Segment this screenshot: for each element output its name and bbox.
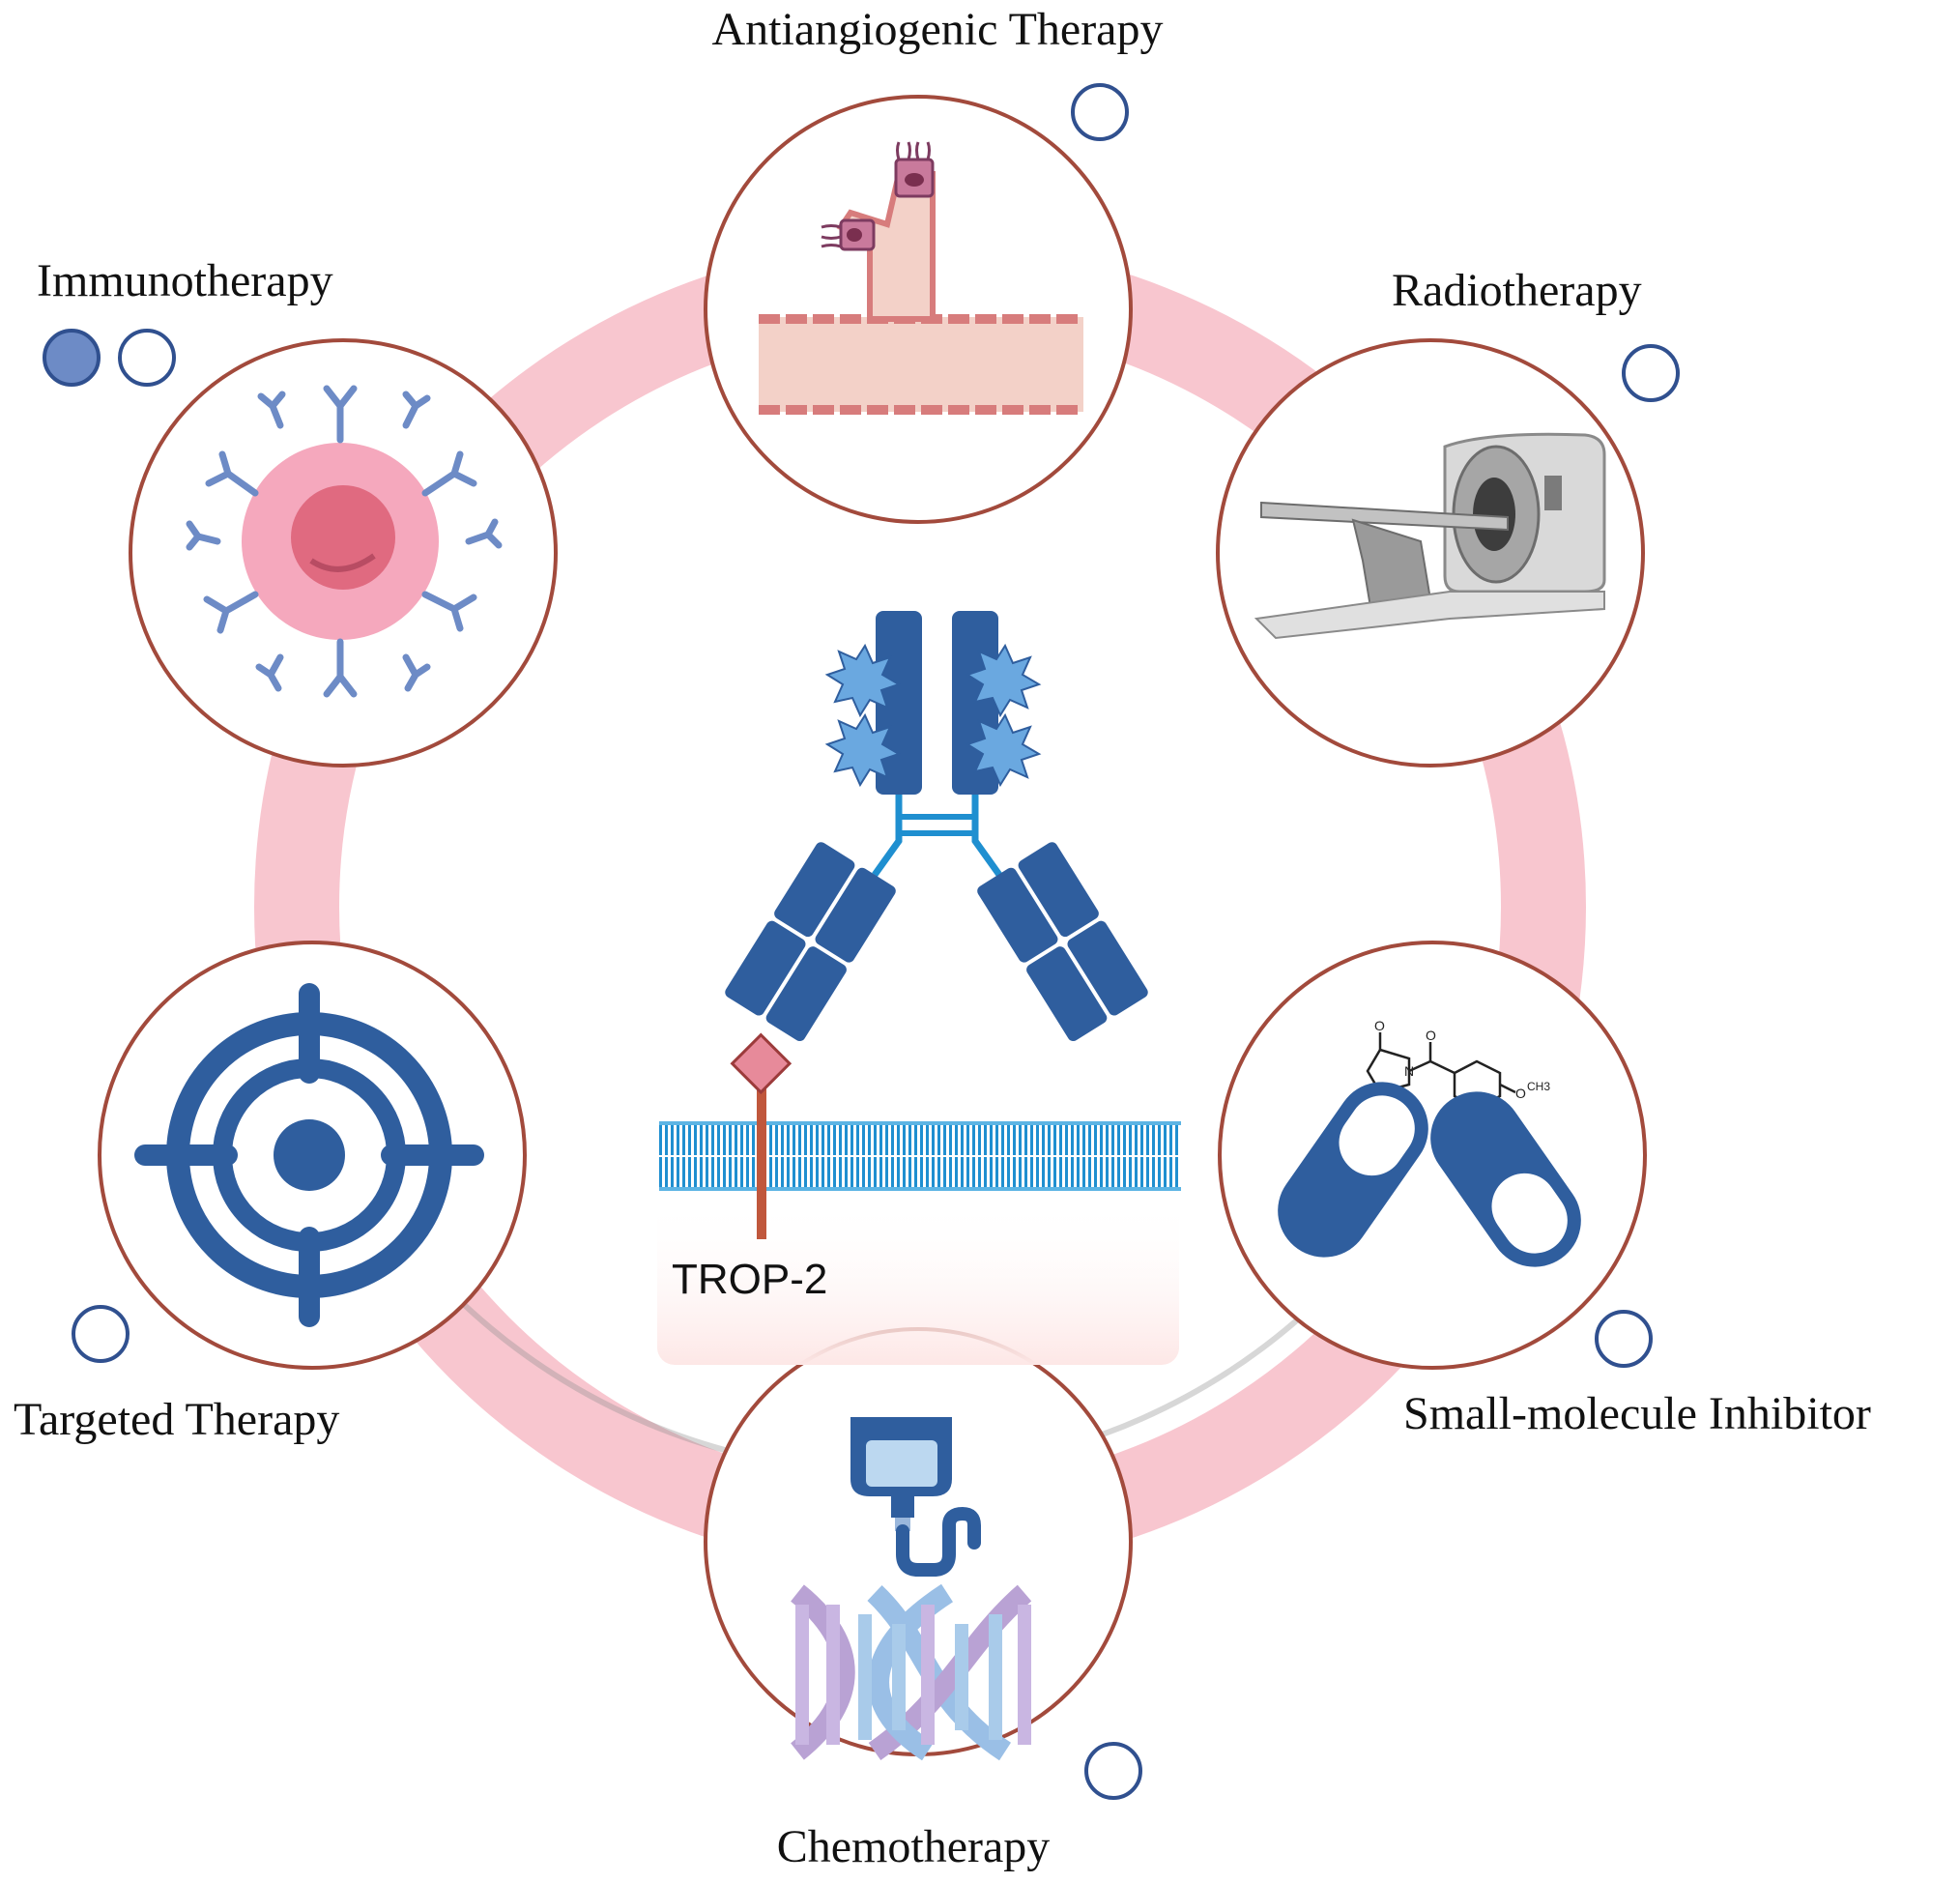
molecule-oxygen-2: O [1426,1028,1436,1043]
molecule-oxygen-3: O [1515,1086,1526,1101]
small-molecule-node: O N O O CH3 [1218,941,1653,1370]
label-small-molecule: Small-molecule Inhibitor [1403,1388,1871,1439]
blood-vessel-icon [759,141,1083,415]
iv-bag-icon [850,1417,981,1577]
label-chemotherapy: Chemotherapy [777,1821,1051,1872]
antibody-drug-conjugate-icon [725,611,1148,1042]
trop2-receptor-icon [730,1032,793,1239]
indicator-dot-empty [1595,1310,1653,1368]
antiangiogenic-node [704,83,1133,524]
indicator-dot-empty [1071,83,1129,141]
label-antiangiogenic: Antiangiogenic Therapy [712,4,1164,55]
chemotherapy-node [704,1327,1142,1800]
indicator-dot-empty [1622,344,1680,402]
antibody-icons [186,385,503,698]
indicator-dot-empty [1084,1742,1142,1800]
label-immunotherapy: Immunotherapy [37,255,333,306]
ct-scanner-icon [1254,432,1606,640]
trop2-label: TROP-2 [672,1256,827,1303]
indicator-dot-empty [72,1305,130,1363]
cell-membrane [659,1121,1181,1191]
immune-cell-icon [242,443,439,640]
indicator-dot-empty [118,329,176,387]
molecule-nitrogen: N [1404,1063,1414,1079]
radiotherapy-node [1216,338,1680,768]
molecule-oxygen-1: O [1374,1018,1385,1033]
pill-capsules-icon [1278,1082,1581,1267]
molecule-methyl: CH3 [1527,1080,1550,1093]
indicator-dot-filled [43,329,101,387]
label-targeted-therapy: Targeted Therapy [14,1394,339,1445]
target-icon [134,983,484,1327]
targeted-therapy-node [72,941,527,1370]
dna-helix-icon [791,1583,1032,1761]
molecule-structure-icon [1366,1032,1516,1110]
label-radiotherapy: Radiotherapy [1392,265,1642,316]
center-panel [657,1199,1179,1365]
immunotherapy-node [43,329,558,768]
